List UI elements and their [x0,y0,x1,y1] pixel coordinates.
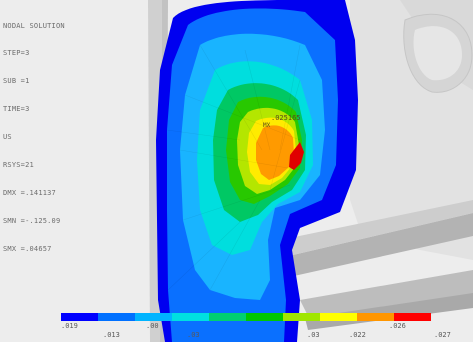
legend-color-segment-3 [135,313,172,321]
legend-color-segment-10 [394,313,431,321]
smn-line: SMN =-.125.09 [3,216,61,225]
legend-label-3: .00 [146,322,159,330]
legend-label-8: .027 [434,331,451,339]
legend-color-segment-9 [357,313,394,321]
legend-color-segment-7 [283,313,320,321]
legend-label-4: .03 [187,331,200,339]
legend-color-segment-2 [98,313,135,321]
legend-label-6: .022 [349,331,366,339]
result-item-line: US [3,133,12,142]
stress-contour-bands [156,0,358,342]
legend-label-5: .03 [307,331,320,339]
contour-band-9 [256,125,294,180]
time-line: TIME=3 [3,105,30,114]
smx-line: SMX =.04657 [3,244,52,253]
contour-legend-bar [61,313,431,321]
legend-color-segment-6 [246,313,283,321]
legend-color-segment-4 [172,313,209,321]
legend-color-segment-5 [209,313,246,321]
solution-title: NODAL SOLUTION [3,21,65,30]
legend-color-segment-1 [61,313,98,321]
legend-color-segment-8 [320,313,357,321]
contour-band-10 [289,142,304,170]
legend-label-7: .026 [389,322,406,330]
surrounding-geometry [148,0,473,342]
mesh-edges [166,44,301,291]
legend-label-1: .019 [61,322,78,330]
step-line: STEP=3 [3,49,30,58]
dmx-line: DMX =.141137 [3,188,56,197]
max-marker-symbol: MX [263,122,271,129]
rsys-line: RSYS=21 [3,161,34,170]
substep-line: SUB =1 [3,77,30,86]
max-value-label: .025165 [271,114,301,122]
legend-label-2: .013 [103,331,120,339]
solution-info-block: NODAL SOLUTION STEP=3 SUB =1 TIME=3 US R… [3,3,65,263]
